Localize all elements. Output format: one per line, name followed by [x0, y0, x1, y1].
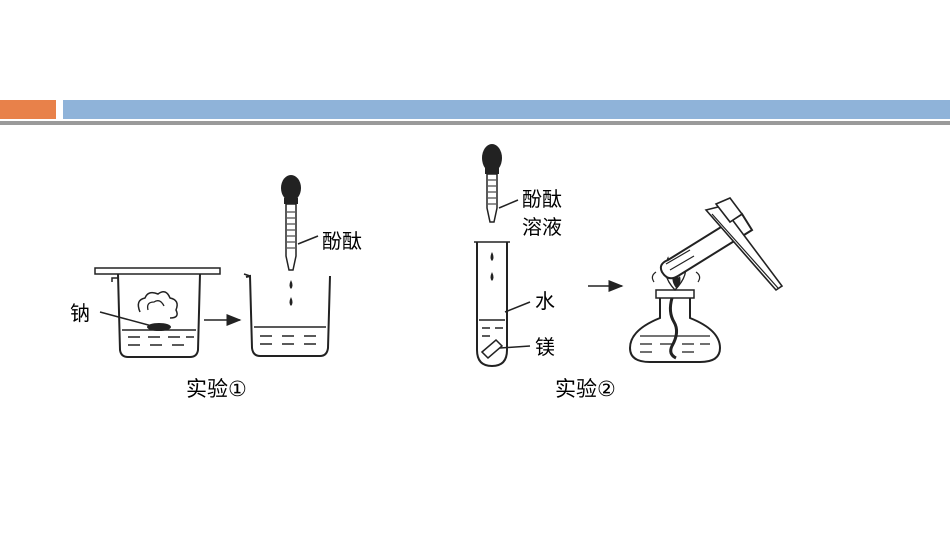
test-tube-holder — [704, 205, 784, 292]
heated-test-tube — [659, 197, 784, 292]
water-label: 水 — [535, 289, 555, 313]
title-bar-shadow — [0, 121, 950, 125]
glass-plate — [94, 267, 221, 275]
title-bar — [63, 100, 950, 119]
water-lines — [122, 329, 196, 346]
magnesium-label: 镁 — [535, 335, 555, 359]
caption-experiment-1: 实验① — [186, 377, 247, 401]
indicator-label-2-line2: 溶液 — [522, 215, 562, 239]
test-tube-with-magnesium — [474, 241, 531, 368]
sodium-piece — [147, 323, 171, 331]
smoke — [137, 291, 178, 319]
indicator-label-1: 酚酞 — [322, 229, 362, 253]
sodium-label: 钠 — [70, 301, 90, 325]
dropper-2 — [482, 144, 519, 223]
title-bar-accent — [0, 100, 56, 119]
beaker-with-indicator — [243, 273, 331, 357]
beaker-with-sodium — [94, 267, 221, 358]
caption-experiment-2: 实验② — [555, 377, 616, 401]
indicator-label-2-line1: 酚酞 — [522, 187, 562, 211]
dropper-1 — [281, 175, 319, 271]
